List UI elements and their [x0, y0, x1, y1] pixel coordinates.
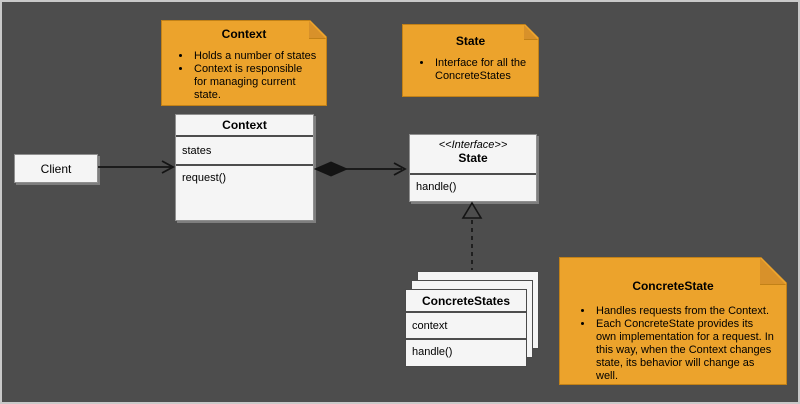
note-bullets: Interface for all the ConcreteStates	[403, 57, 538, 83]
association-client-context[interactable]	[98, 160, 175, 174]
note-title: Context	[221, 27, 267, 41]
note-title: ConcreteState	[632, 279, 714, 293]
class-client[interactable]: Client	[14, 154, 98, 183]
note-context[interactable]: Context Holds a number of states Context…	[161, 20, 327, 106]
class-method: handle()	[406, 338, 526, 366]
realization-triangle-icon	[461, 201, 483, 219]
note-bullet: Context is responsible for managing curr…	[192, 63, 318, 102]
note-bullets: Holds a number of states Context is resp…	[162, 50, 326, 102]
class-context[interactable]: Context states request()	[175, 114, 314, 221]
class-header: <<Interface>> State	[410, 135, 536, 173]
note-bullet: Handles requests from the Context.	[594, 305, 776, 318]
note-bullet: Holds a number of states	[192, 50, 318, 63]
note-bullet: Interface for all the ConcreteStates	[433, 57, 530, 83]
class-attribute: context	[406, 311, 526, 338]
class-method: handle()	[410, 173, 536, 201]
class-name: Client	[40, 161, 72, 176]
class-name: Context	[222, 118, 267, 132]
class-attribute: states	[176, 135, 313, 164]
stereotype-label: <<Interface>>	[438, 139, 508, 151]
note-bullet: Each ConcreteState provides its own impl…	[594, 318, 776, 383]
composition-diamond-icon	[313, 161, 349, 177]
class-concrete-states[interactable]: ConcreteStates context handle()	[405, 289, 527, 367]
class-method: request()	[176, 164, 313, 220]
class-name: State	[458, 151, 488, 165]
class-name: ConcreteStates	[421, 293, 511, 308]
note-concrete-state[interactable]: ConcreteState Handles requests from the …	[559, 257, 787, 385]
composition-context-state[interactable]	[313, 161, 407, 177]
class-state-interface[interactable]: <<Interface>> State handle()	[409, 134, 537, 202]
note-bullets: Handles requests from the Context. Each …	[560, 305, 786, 383]
note-state[interactable]: State Interface for all the ConcreteStat…	[402, 24, 539, 97]
realization-concretestates-state[interactable]	[461, 201, 483, 270]
note-title: State	[455, 34, 486, 48]
